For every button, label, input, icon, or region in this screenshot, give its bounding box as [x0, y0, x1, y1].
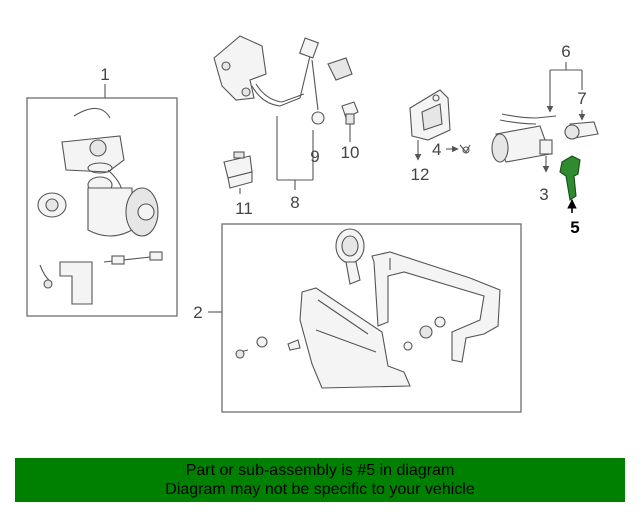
callout-11: 11 [235, 199, 253, 218]
assembly-2-box [208, 223, 522, 413]
relay-11 [223, 151, 253, 194]
callout-6: 6 [561, 42, 570, 61]
banner-line-2: Diagram may not be specific to your vehi… [165, 481, 475, 498]
callout-3: 3 [539, 185, 548, 204]
motor-3 [491, 113, 557, 173]
banner-line-1: Part or sub-assembly is #5 in diagram [185, 462, 455, 479]
info-banner: Part or sub-assembly is #5 in diagram Di… [15, 458, 625, 502]
clip-4 [446, 144, 471, 154]
bracket-12 [409, 89, 451, 161]
callout-12: 12 [411, 165, 430, 184]
callout-2: 2 [193, 303, 202, 322]
callout-10: 10 [341, 143, 360, 162]
callout-4: 4 [432, 140, 441, 159]
callout-7: 7 [577, 89, 586, 108]
callout-8: 8 [290, 193, 299, 212]
callout-5: 5 [570, 218, 579, 237]
callout-9: 9 [310, 147, 319, 166]
callout-1: 1 [100, 65, 109, 84]
assembly-1-box [26, 84, 178, 317]
parts-diagram: 1 9 8 10 11 12 [26, 35, 599, 413]
fitting-10 [341, 101, 359, 142]
sensor-6-7 [546, 62, 599, 140]
bracket-cable-8-9 [213, 35, 353, 190]
part-5-highlighted [559, 155, 581, 213]
